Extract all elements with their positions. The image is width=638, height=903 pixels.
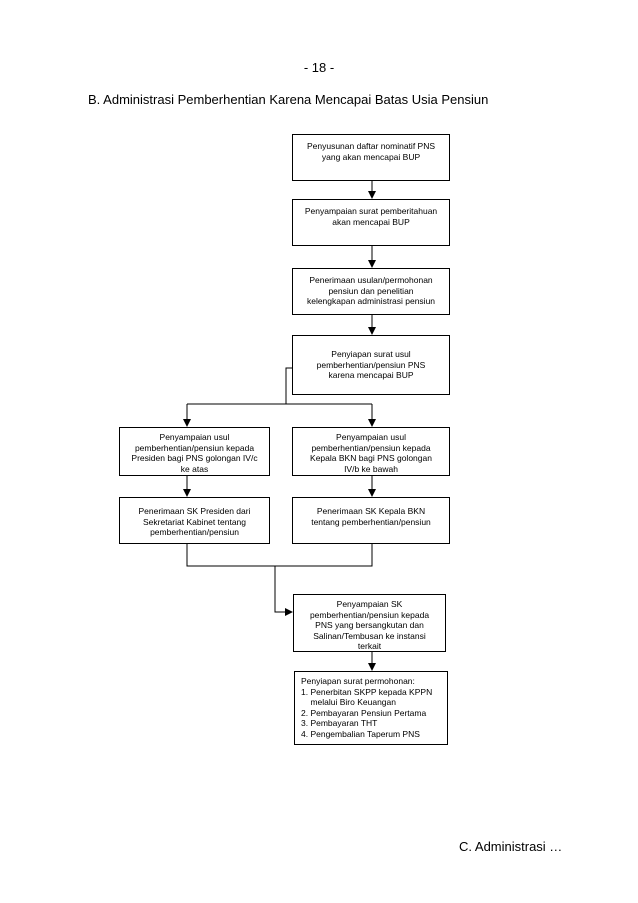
step-text: pemberhentian/pensiun [150, 527, 239, 537]
step-text: Penerimaan SK Presiden dari [138, 506, 251, 516]
step-text: Salinan/Tembusan ke instansi [313, 630, 426, 641]
step-box-5-right: Penyampaian usul pemberhentian/pensiun k… [292, 427, 450, 476]
step-box-2: Penyampaian surat pemberitahuan akan men… [292, 199, 450, 246]
step-text: kelengkapan administrasi pensiun [306, 296, 436, 306]
step-text: pensiun dan penelitian [328, 285, 414, 296]
step-box-6-left: Penerimaan SK Presiden dari Sekretariat … [119, 497, 270, 544]
step-text: tentang pemberhentian/pensiun [311, 516, 431, 527]
step-text: terkait [357, 641, 382, 651]
step-text: Penyampaian SK [336, 599, 403, 609]
step-text: Penyiapan surat usul [331, 349, 411, 359]
step-text: pemberhentian/pensiun kepada [311, 442, 431, 453]
step-text: karena mencapai BUP [328, 370, 414, 380]
step-text: yang akan mencapai BUP [321, 151, 421, 162]
step-text: Sekretariat Kabinet tentang [142, 516, 246, 527]
step-box-5-left: Penyampaian usul pemberhentian/pensiun k… [119, 427, 270, 476]
step-text: PNS yang bersangkutan dan [315, 620, 424, 630]
step-text: ke atas [180, 463, 209, 474]
step-text: pemberhentian/pensiun kepada [134, 442, 255, 453]
step-text: 4. Pengembalian Taperum PNS [301, 728, 420, 739]
step-text: Penyiapan surat permohonan: [301, 676, 415, 686]
step-text: akan mencapai BUP [332, 216, 410, 227]
step-text: Penyusunan daftar nominatif PNS [306, 141, 436, 151]
section-title: B. Administrasi Pemberhentian Karena Men… [88, 92, 489, 107]
step-text: Kepala BKN bagi PNS golongan [310, 453, 432, 463]
step-text: Presiden bagi PNS golongan IV/c [131, 453, 258, 463]
step-box-7: Penyampaian SK pemberhentian/pensiun kep… [293, 594, 446, 652]
step-text: melalui Biro Keuangan [301, 697, 396, 707]
step-text: pemberhentian/pensiun kepada [309, 609, 430, 620]
step-box-4: Penyiapan surat usul pemberhentian/pensi… [292, 335, 450, 395]
step-text: Penerimaan SK Kepala BKN [316, 506, 426, 516]
step-text: IV/b ke bawah [344, 463, 398, 474]
step-text: Penyampaian surat pemberitahuan [304, 206, 438, 216]
step-text: 2. Pembayaran Pensiun Pertama [301, 707, 427, 718]
step-text: 1. Penerbitan SKPP kepada KPPN [301, 686, 433, 697]
step-text: Penyampaian usul [336, 432, 406, 442]
step-text: pemberhentian/pensiun PNS [316, 359, 426, 370]
step-box-1: Penyusunan daftar nominatif PNS yang aka… [292, 134, 450, 181]
footer-continuation: C. Administrasi … [459, 839, 563, 854]
step-box-6-right: Penerimaan SK Kepala BKN tentang pemberh… [292, 497, 450, 544]
step-text: Penyampaian usul [159, 432, 230, 442]
step-text: 3. Pembayaran THT [301, 718, 378, 728]
step-text: Penerimaan usulan/permohonan [309, 275, 433, 285]
step-box-3: Penerimaan usulan/permohonan pensiun dan… [292, 268, 450, 315]
arrow-merge-box7 [274, 566, 293, 616]
step-box-8: Penyiapan surat permohonan: 1. Penerbita… [294, 671, 448, 745]
page-number: - 18 - [303, 60, 335, 75]
merge-connector [186, 544, 373, 567]
branch-connector [187, 367, 292, 405]
